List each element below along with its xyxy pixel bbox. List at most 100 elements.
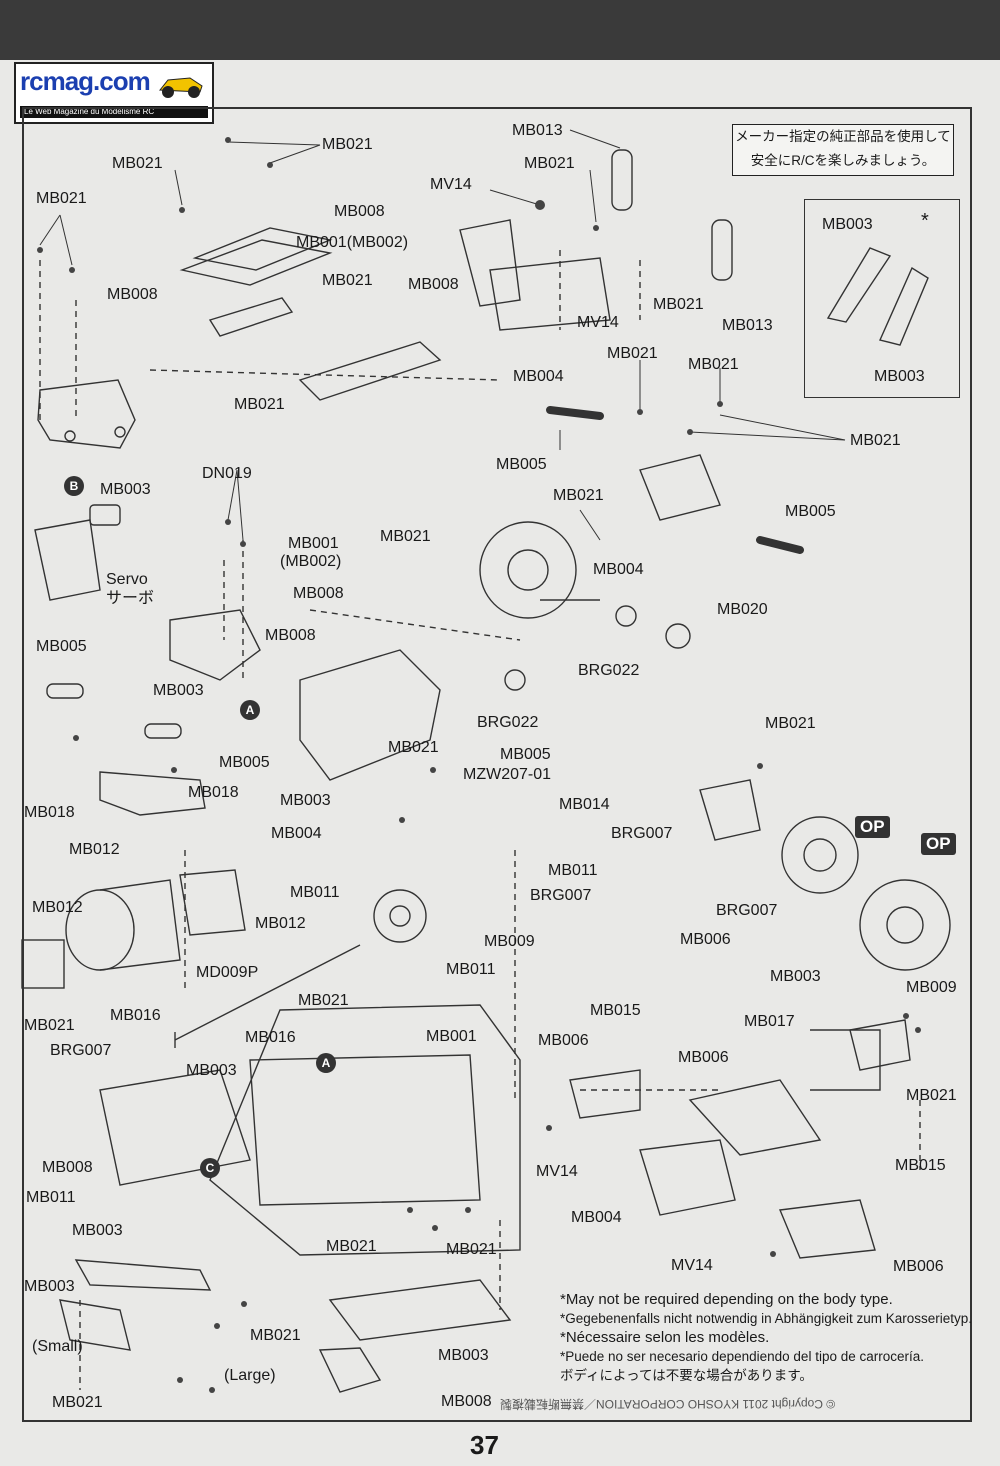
part-label-mb020: MB020 [717,601,768,618]
marker-a: A [240,700,260,720]
part-label-mb008: MB008 [42,1159,93,1176]
part-label-mb006: MB006 [893,1258,944,1275]
part-label-mb013: MB013 [722,317,773,334]
size-small-label: (Small) [32,1338,83,1355]
part-label-mb021: MB021 [36,190,87,207]
part-label-mb021: MB021 [112,155,163,172]
part-label-mb008: MB008 [408,276,459,293]
part-label-mb021: MB021 [322,272,373,289]
part-label-mb004: MB004 [513,368,564,385]
part-label-mb003: MB003 [822,216,873,233]
part-label-mb011: MB011 [290,884,340,901]
part-label-md009p: MD009P [196,964,259,981]
alternate-parts-box [804,199,960,398]
part-label-mb008: MB008 [265,627,316,644]
part-label-mb003: MB003 [438,1347,489,1364]
part-label-mb011: MB011 [26,1189,76,1206]
part-label-mb005: MB005 [36,638,87,655]
part-label-mb021: MB021 [765,715,816,732]
part-label-mb014: MB014 [559,796,610,813]
part-label-mv14: MV14 [536,1163,578,1180]
part-label-mb021: MB021 [553,487,604,504]
diagram-frame [22,107,972,1422]
part-label-mb021: MB021 [298,992,349,1009]
part-label-mb005: MB005 [496,456,547,473]
part-label-mb021: MB021 [653,296,704,313]
part-label-mb001: MB001 [426,1028,477,1045]
part-label-mb011: MB011 [446,961,496,978]
marker-b: B [64,476,84,496]
part-label-brg007: BRG007 [50,1042,112,1059]
part-label-mb012: MB012 [255,915,306,932]
part-label-mb004: MB004 [593,561,644,578]
logo-text: rcmag.com [20,66,151,96]
part-label-mb018: MB018 [24,804,75,821]
part-label-mv14: MV14 [430,176,472,193]
part-label-mb021: MB021 [906,1087,957,1104]
copyright-text: © Copyright 2011 KYOSHO CORPORATION／禁無断転… [500,1397,836,1411]
part-label-brg007: BRG007 [716,902,778,919]
part-label-mb006: MB006 [680,931,731,948]
part-label-mb017: MB017 [744,1013,795,1030]
part-label-mb021: MB021 [850,432,901,449]
part-label-mb005: MB005 [500,746,551,763]
part-label-mb015: MB015 [895,1157,946,1174]
size-large-label: (Large) [224,1367,276,1384]
part-label-mb001: MB001 [288,535,339,552]
part-label-mb008: MB008 [334,203,385,220]
marker-c: C [200,1158,220,1178]
part-label-mb021: MB021 [524,155,575,172]
top-band [0,0,1000,60]
note-german: *Gegebenenfalls nicht notwendig in Abhän… [560,1311,973,1326]
marker-a: A [316,1053,336,1073]
part-label-mb005: MB005 [785,503,836,520]
servo-label: Servo [106,571,148,588]
part-label-mb009: MB009 [484,933,535,950]
body-type-notes: *May not be required depending on the bo… [560,1290,972,1385]
part-label-brg007: BRG007 [530,887,592,904]
part-label-mb005: MB005 [219,754,270,771]
part-label-mb003: MB003 [186,1062,237,1079]
part-label-mb006: MB006 [678,1049,729,1066]
part-label-mb008: MB008 [293,585,344,602]
part-label-mb021: MB021 [380,528,431,545]
part-label-mb021: MB021 [446,1241,497,1258]
part-label-mb003: MB003 [153,682,204,699]
part-label-mb012: MB012 [32,899,83,916]
logo-tagline: Le Web Magazine du Modelisme RC [20,106,208,118]
part-label-mb018: MB018 [188,784,239,801]
part-label-mb011: MB011 [548,862,598,879]
part-label-mb021: MB021 [688,356,739,373]
part-label-mb012: MB012 [69,841,120,858]
part-label-mb021: MB021 [322,136,373,153]
part-label-mb013: MB013 [512,122,563,139]
part-label-mb009: MB009 [906,979,957,996]
part-label-mb003: MB003 [770,968,821,985]
note-french: *Nécessaire selon les modèles. [560,1329,770,1346]
part-label-mb021: MB021 [326,1238,377,1255]
part-label-mb002: (MB002) [280,553,342,570]
part-label-mb021: MB021 [24,1017,75,1034]
notice-line-2: 安全にR/Cを楽しみましょう。 [750,153,936,168]
part-label-brg022: BRG022 [578,662,640,679]
note-english: *May not be required depending on the bo… [560,1291,893,1308]
op-badge: OP [921,833,956,855]
part-label-mb001-mb002: MB001(MB002) [296,234,409,251]
part-label-mb015: MB015 [590,1002,641,1019]
part-label-mb003: MB003 [72,1222,123,1239]
part-label-mb008: MB008 [107,286,158,303]
part-label-mb021: MB021 [388,739,439,756]
part-label-mb004: MB004 [271,825,322,842]
part-label-mb003: MB003 [874,368,925,385]
safety-notice: メーカー指定の純正部品を使用して 安全にR/Cを楽しみましょう。 [732,124,954,176]
part-label-mb003: MB003 [24,1278,75,1295]
part-label-dn019: DN019 [202,465,252,482]
part-label-mzw207-01: MZW207-01 [463,766,552,783]
part-label-mv14: MV14 [671,1257,713,1274]
note-japanese: ボディによっては不要な場合があります。 [560,1368,813,1383]
part-label-mb016: MB016 [110,1007,161,1024]
logo-car-icon [158,77,203,98]
notice-line-1: メーカー指定の純正部品を使用して [735,129,951,144]
page-number: 37 [470,1430,499,1460]
